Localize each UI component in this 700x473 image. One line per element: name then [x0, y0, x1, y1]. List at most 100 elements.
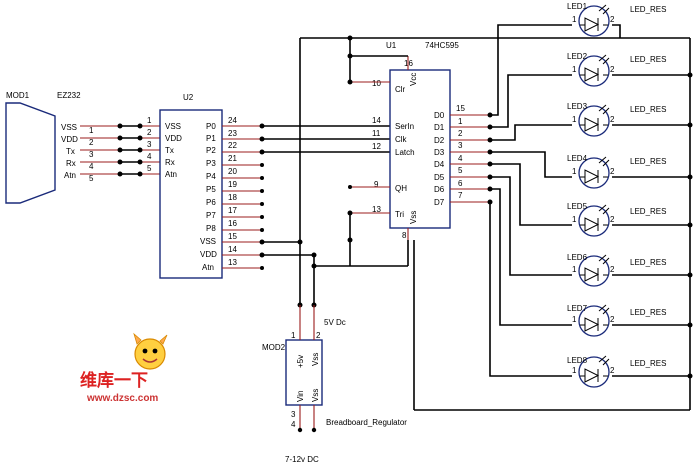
wire-segment — [584, 317, 600, 332]
label-mod2-pins-3-name: Vss — [311, 389, 320, 402]
mod1-pin-name-1: VSS — [61, 123, 77, 132]
label-u1-left_pins-4-name: QH — [395, 184, 407, 193]
junction-dot — [260, 266, 264, 270]
label-mod2-pins-1-num: 2 — [316, 331, 321, 340]
label-leds-0-value: LED_RES — [630, 5, 666, 14]
label-u1-right_pins-1-num: 1 — [458, 117, 463, 126]
label-u1-right_pins-0-num: 15 — [456, 104, 465, 113]
label-mod2-pins-3-num: 4 — [291, 420, 296, 429]
u2-chip: U2 1 2 3 4 5 VSS VDD Tx Rx Atn P0 P1 P2 … — [147, 93, 237, 279]
junction-dot — [260, 228, 264, 232]
label-u1-bottom-name: Vss — [409, 211, 418, 224]
led-6: LED6 LED_RES 1 2 — [567, 253, 666, 287]
wire-segment — [598, 4, 610, 15]
label-u2-right_pins-6-name: P6 — [206, 198, 216, 207]
wire-segment — [578, 55, 610, 87]
mod1-pin-num-1: 1 — [89, 126, 94, 135]
label-u1-right_pins-3-name: D3 — [434, 148, 445, 157]
u1-body — [389, 69, 451, 229]
label-mod2-pins-2-num: 3 — [291, 410, 296, 419]
junction-dot — [137, 171, 143, 177]
junction-dot — [311, 427, 317, 433]
junction-dot — [347, 79, 353, 85]
junction-dot — [487, 112, 493, 118]
mod1-body — [5, 102, 56, 204]
wire-segment — [578, 356, 610, 388]
label-u1-left_pins-5-name: Tri — [395, 210, 404, 219]
label-led_pin_right: 2 — [610, 366, 615, 375]
wire-segment — [578, 255, 610, 287]
junction-dot — [117, 135, 123, 141]
junction-dot — [259, 149, 265, 155]
u1-ref: U1 — [386, 41, 397, 50]
label-u2-right_pins-3-name: P3 — [206, 159, 216, 168]
label-u2-right_pins-9-name: VSS — [200, 237, 216, 246]
u2-u1-signal-wires — [259, 123, 390, 258]
label-u1-right_pins-3-num: 3 — [458, 141, 463, 150]
label-u2-left_pins-1-name: VDD — [165, 134, 182, 143]
junction-dot — [347, 237, 353, 243]
u2-body — [159, 109, 223, 279]
label-leds-2-value: LED_RES — [630, 105, 666, 114]
junction-dot — [260, 202, 264, 206]
label-led_pin_left: 1 — [572, 265, 577, 274]
label-u1-top-num: 16 — [404, 59, 413, 68]
wire-segment — [490, 188, 572, 326]
label-u1-left_pins-5-num: 13 — [372, 205, 381, 214]
label-led_pin_left: 1 — [572, 215, 577, 224]
junction-dot — [687, 272, 693, 278]
junction-dot — [487, 149, 493, 155]
junction-dot — [687, 122, 693, 128]
wire-segment — [584, 67, 600, 82]
mod1-u2-wires — [80, 123, 160, 177]
junction-dot — [259, 239, 265, 245]
mod1-ref: MOD1 — [6, 91, 30, 100]
label-mod2-pins-2-name: Vin — [296, 391, 305, 402]
wire-segment — [490, 74, 572, 128]
junction-dot — [259, 136, 265, 142]
junction-dot — [348, 185, 352, 189]
label-u2-right_pins-2-name: P2 — [206, 146, 216, 155]
label-u2-left_pins-1-num: 2 — [147, 128, 152, 137]
label-u1-left_pins-0-num: 10 — [372, 79, 381, 88]
label-u2-right_pins-0-name: P0 — [206, 122, 216, 131]
label-u2-right_pins-7-name: P7 — [206, 211, 216, 220]
label-u1-left_pins-2-num: 11 — [372, 129, 381, 138]
wire-segment — [598, 104, 610, 115]
junction-dot — [117, 171, 123, 177]
junction-dot — [487, 174, 493, 180]
label-u2-right_pins-11-num: 13 — [228, 258, 237, 267]
junction-dot — [259, 252, 265, 258]
led-return-wires — [612, 24, 693, 379]
label-u2-right_pins-3-num: 21 — [228, 154, 237, 163]
label-u2-right_pins-7-num: 17 — [228, 206, 237, 215]
label-u1-left_pins-4-num: 9 — [374, 180, 379, 189]
junction-dot — [117, 159, 123, 165]
label-led_pin_left: 1 — [572, 15, 577, 24]
junction-dot — [137, 147, 143, 153]
junction-dot — [487, 137, 493, 143]
junction-dot — [487, 161, 493, 167]
led-array: LED1 LED_RES 1 2 LED2 LED_RES 1 2 LED3 L… — [567, 2, 666, 388]
wire-segment — [578, 205, 610, 237]
wire-segment — [490, 151, 572, 178]
label-u1-left_pins-3-name: Latch — [395, 148, 415, 157]
label-u1-left_pins-1-name: SerIn — [395, 122, 414, 131]
wire-segment — [159, 334, 168, 345]
junction-dot — [347, 53, 353, 59]
wire-segment — [578, 105, 610, 137]
led-2: LED2 LED_RES 1 2 — [567, 52, 666, 87]
label-led_pin_left: 1 — [572, 115, 577, 124]
junction-dot — [687, 222, 693, 228]
label-u2-right_pins-4-name: P4 — [206, 172, 216, 181]
label-u1-left_pins-0-name: Clr — [395, 85, 406, 94]
label-u1-right_pins-6-num: 6 — [458, 179, 463, 188]
label-leds-2-ref: LED3 — [567, 102, 588, 111]
mascot-icon — [134, 338, 166, 370]
wire-segment — [584, 267, 600, 282]
junction-dot — [311, 252, 317, 258]
junction-dot — [487, 199, 493, 205]
label-leds-6-ref: LED7 — [567, 304, 588, 313]
wire-segment — [490, 124, 572, 141]
